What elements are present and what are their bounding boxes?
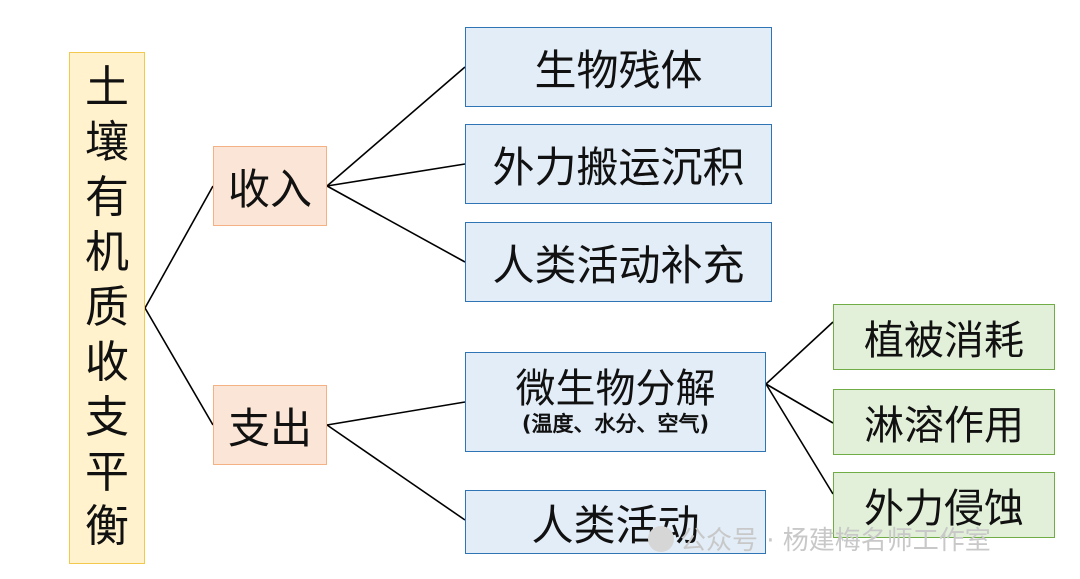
decomposition-label: 微生物分解 <box>515 366 716 413</box>
income-node: 收入 <box>213 146 327 226</box>
connector-decomp-green2 <box>765 383 834 424</box>
root-char: 土 <box>85 62 129 114</box>
decomp-item-vegetation-consumption: 植被消耗 <box>833 304 1055 370</box>
watermark-text: 公众号 · 杨建梅名师工作室 <box>680 526 991 556</box>
connector-root-income <box>144 185 214 309</box>
decomp-item-leaching: 淋溶作用 <box>833 389 1055 455</box>
expense-node: 支出 <box>213 385 327 465</box>
root-char: 有 <box>85 172 129 224</box>
root-char: 收 <box>85 336 129 388</box>
income-item-external-deposition: 外力搬运沉积 <box>465 124 772 204</box>
root-char: 壤 <box>85 117 129 169</box>
root-char: 支 <box>85 391 129 443</box>
connector-income-item1 <box>326 66 466 187</box>
decomposition-note: (温度、水分、空气) <box>521 412 710 437</box>
connector-decomp-green3 <box>765 383 834 495</box>
root-char: 机 <box>85 227 129 279</box>
root-char: 衡 <box>85 501 129 553</box>
expense-item-human-activity: 人类活动 <box>465 490 766 554</box>
connector-income-item2 <box>326 163 466 187</box>
watermark: 公众号 · 杨建梅名师工作室 <box>648 520 991 557</box>
income-item-human-supplement: 人类活动补充 <box>465 222 772 302</box>
income-item-biological-residue: 生物残体 <box>465 27 772 107</box>
wechat-icon <box>648 525 674 552</box>
expense-item-microbial-decomposition: 微生物分解 (温度、水分、空气) <box>465 352 766 452</box>
decomp-item-external-erosion: 外力侵蚀 <box>833 472 1055 538</box>
connector-income-item3 <box>326 185 466 263</box>
root-char: 平 <box>85 446 129 498</box>
connector-expense-decomp <box>326 401 466 426</box>
connector-decomp-green1 <box>765 321 834 385</box>
root-char: 质 <box>85 281 129 333</box>
connector-root-expense <box>144 307 214 426</box>
connector-expense-human <box>326 424 466 521</box>
root-node: 土 壤 有 机 质 收 支 平 衡 <box>69 52 145 564</box>
